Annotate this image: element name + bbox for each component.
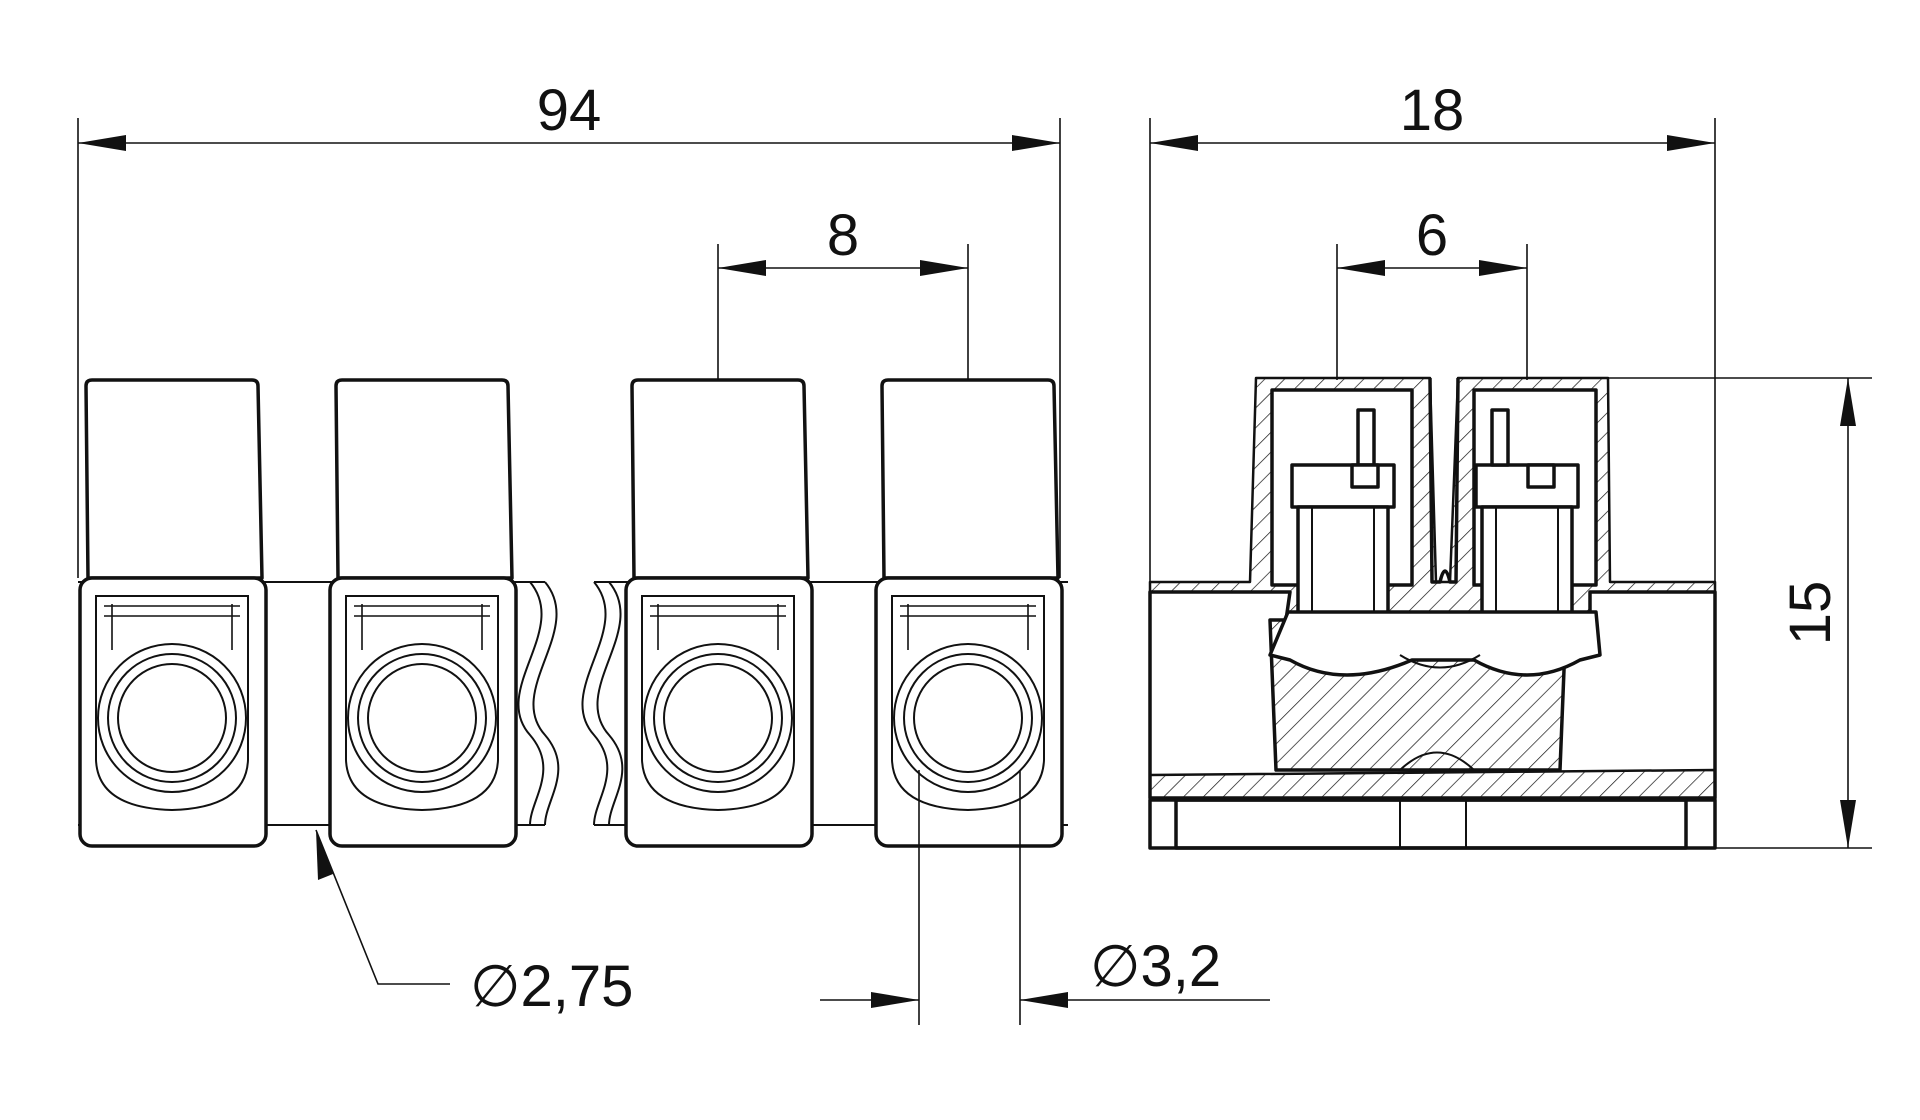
dim-label-94: 94 — [537, 78, 602, 143]
front-view: 94 8 ∅2,75 ∅3,2 — [77, 78, 1270, 1025]
dim-label-15: 15 — [1778, 581, 1843, 646]
leader-hole-diameter — [315, 829, 450, 985]
terminal-4 — [874, 378, 1064, 848]
dimension-overall-length — [77, 118, 1061, 578]
terminal-3 — [624, 378, 814, 848]
dim-label-hole-diameter: ∅2,75 — [470, 954, 633, 1019]
dimension-overall-width — [1149, 118, 1716, 582]
housing-base — [1148, 798, 1717, 850]
dim-label-6: 6 — [1416, 203, 1448, 268]
terminal-2 — [328, 378, 518, 848]
dim-label-screw-diameter: ∅3,2 — [1090, 934, 1221, 999]
dimension-screw-diameter — [820, 770, 1270, 1025]
dimension-height — [1608, 377, 1872, 849]
dim-label-18: 18 — [1400, 78, 1465, 143]
dimension-terminal-pitch — [717, 244, 969, 380]
clamp-plate — [1268, 610, 1602, 677]
side-view: 18 6 15 — [1148, 78, 1872, 850]
dim-label-8: 8 — [827, 203, 859, 268]
terminal-1 — [78, 378, 268, 848]
dimension-screw-spacing — [1336, 244, 1528, 380]
